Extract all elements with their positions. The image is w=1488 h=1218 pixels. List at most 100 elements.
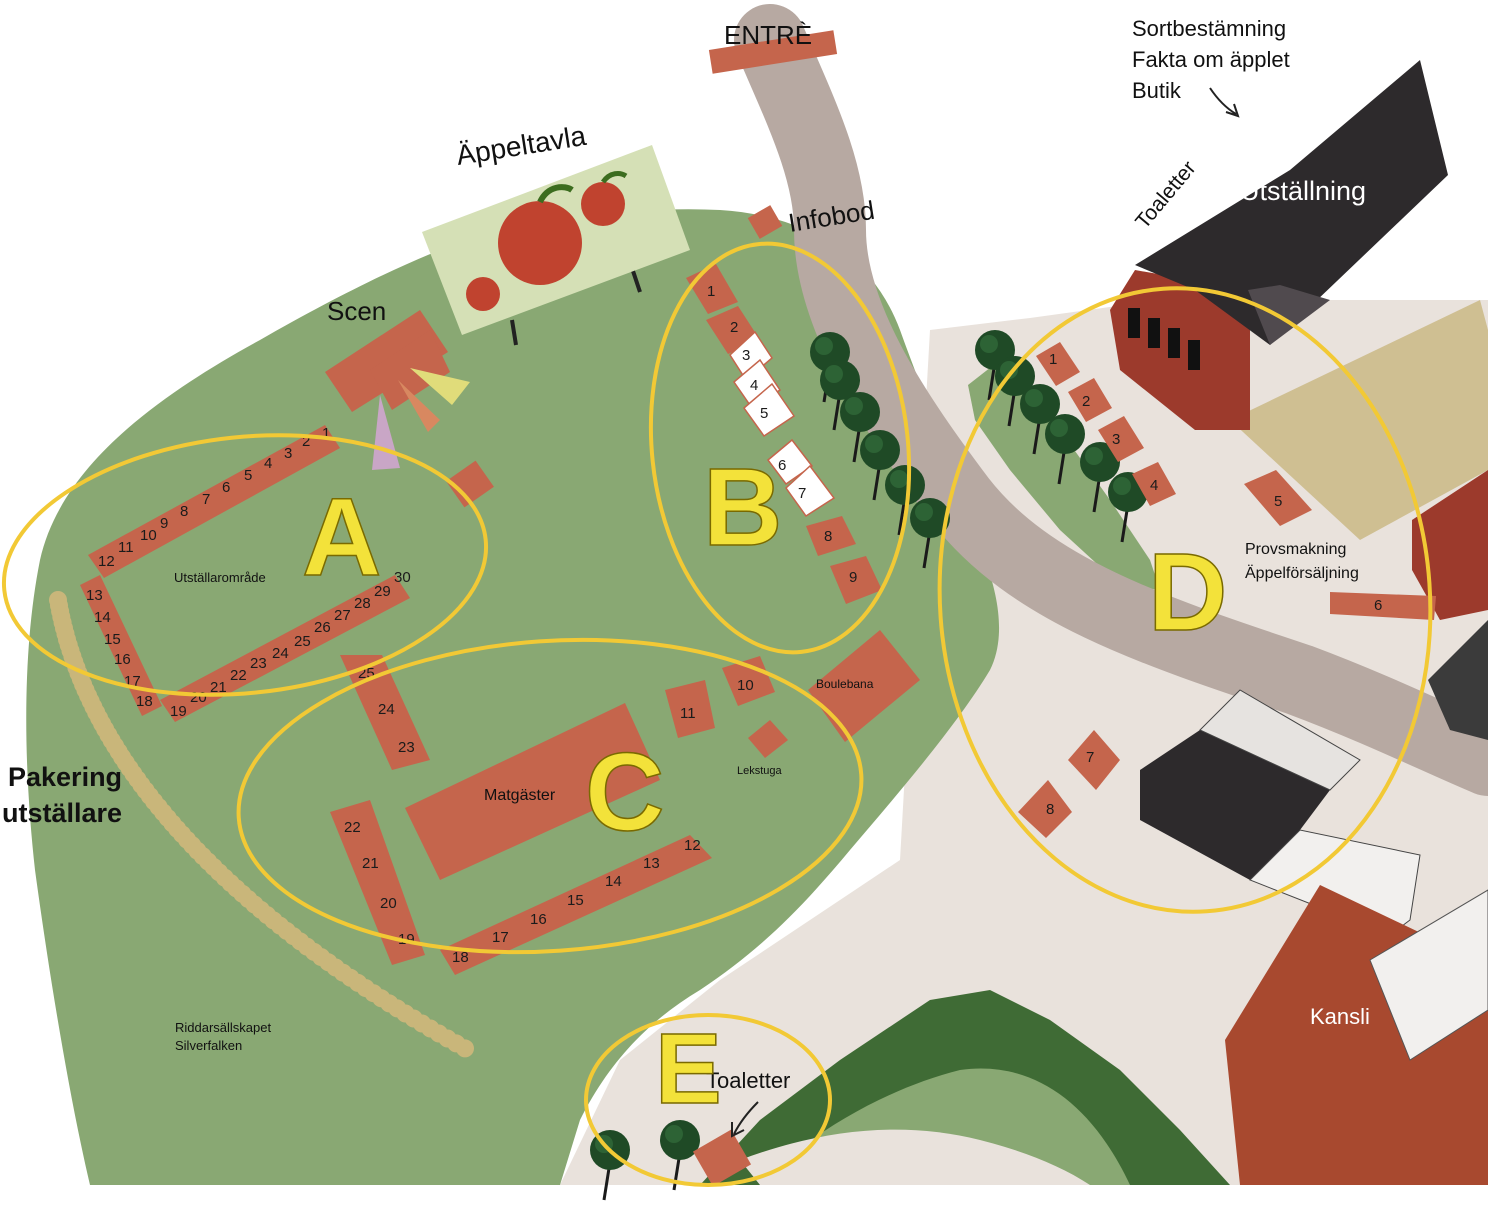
stall-number: 5 [244,467,252,484]
stall [1068,378,1112,422]
stall-number: 14 [94,609,111,626]
stall-number: 15 [567,892,584,909]
stall-number: 13 [643,855,660,872]
stage-label: Scen [327,296,386,326]
stall [1244,470,1312,526]
stall-number: 5 [760,405,768,422]
society-label-2: Silverfalken [175,1038,242,1053]
stall-number: 27 [334,607,351,624]
trees [590,330,1148,1201]
stall-number: 22 [344,819,361,836]
parking-label-1: Pakering [8,762,122,792]
toilets-e-label: Toaletter [706,1068,790,1093]
stall [1018,780,1072,838]
stall-number: 1 [707,283,715,300]
stall-number: 12 [684,837,701,854]
apple-icon [466,277,500,311]
stall [830,556,882,604]
stall-number: 15 [104,631,121,648]
stall-number: 13 [86,587,103,604]
stall-number: 23 [250,655,267,672]
society-label-1: Riddarsällskapet [175,1020,271,1035]
stall-number: 28 [354,595,371,612]
apple-icon [498,201,582,285]
grass-strip [968,360,1160,590]
stall-number: 25 [294,633,311,650]
tasting-label-2: Äppelförsäljning [1245,564,1359,582]
stall-number: 20 [190,689,207,706]
stall-number: 1 [1049,351,1057,368]
stall-number: 26 [314,619,331,636]
office-building [1225,885,1488,1185]
stall-number: 9 [849,569,857,586]
stall-number: 23 [398,739,415,756]
stall-number: 7 [1086,749,1094,766]
tasting-label-1: Provsmakning [1245,541,1346,558]
stall [729,330,773,382]
zone-e-ring [584,1013,832,1187]
stall-number: 16 [114,651,131,668]
stall-number: 29 [374,583,391,600]
playhouse-label: Lekstuga [737,765,783,777]
stall-number: 21 [362,855,379,872]
zone-b-letter: B [703,446,782,569]
plaza-area [560,300,1488,1185]
arrow-icon [731,1101,759,1138]
stall-number: 21 [210,679,227,696]
zone-d-letter: D [1148,531,1227,654]
stall-number: 11 [680,705,696,722]
dining-label: Matgäster [484,787,556,804]
stall-number: 12 [98,553,115,570]
infobod-booth [747,205,783,239]
zone-a-stalls [80,425,410,722]
top-note-2: Fakta om äpplet [1132,47,1290,72]
stall-number: 3 [742,347,750,364]
sign-label: Äppeltavla [454,120,588,171]
stall-number: 24 [272,645,289,662]
stall-number: 24 [378,701,395,718]
exhibition-building [1110,60,1488,540]
main-path [734,4,1488,796]
stall-number: 16 [530,911,547,928]
glass-building [1428,620,1488,740]
stall-number: 5 [1274,493,1282,510]
stall [806,516,856,556]
stall [1068,730,1120,790]
stall-number: 6 [778,457,786,474]
parking-label-2: utställare [2,798,122,828]
stall-number: 2 [1082,393,1090,410]
stall-number: 18 [136,693,153,710]
stall [1132,462,1176,506]
stall-number: 1 [322,425,330,442]
stall-number: 4 [1150,477,1158,494]
stall-number: 17 [492,929,509,946]
stall-number: 6 [222,479,230,496]
stall-number: 20 [380,895,397,912]
apple-icon [581,182,625,226]
stall-number: 4 [750,377,758,394]
top-note-1: Sortbestämning [1132,16,1286,41]
stall-number: 2 [302,433,310,450]
entrance-sign [708,30,838,74]
exhibit-area-label: Utställarområde [174,570,266,585]
zone-b-ring [648,241,912,655]
stall-number: 18 [452,949,469,966]
stall-number: 7 [798,485,806,502]
exhibition-label: Utställning [1240,176,1366,206]
stall-number: 19 [170,703,187,720]
stall-number: 6 [1374,597,1382,614]
stall-number: 8 [824,528,832,545]
stall-number: 4 [264,455,272,472]
stall [1098,416,1144,462]
central-building [1140,689,1421,936]
parking-gravel [49,591,474,1058]
office-label: Kansli [1310,1004,1370,1029]
gravel-dot [456,1039,474,1058]
apple-sign [422,145,690,346]
top-note-3: Butik [1132,78,1182,103]
stall [742,382,796,438]
